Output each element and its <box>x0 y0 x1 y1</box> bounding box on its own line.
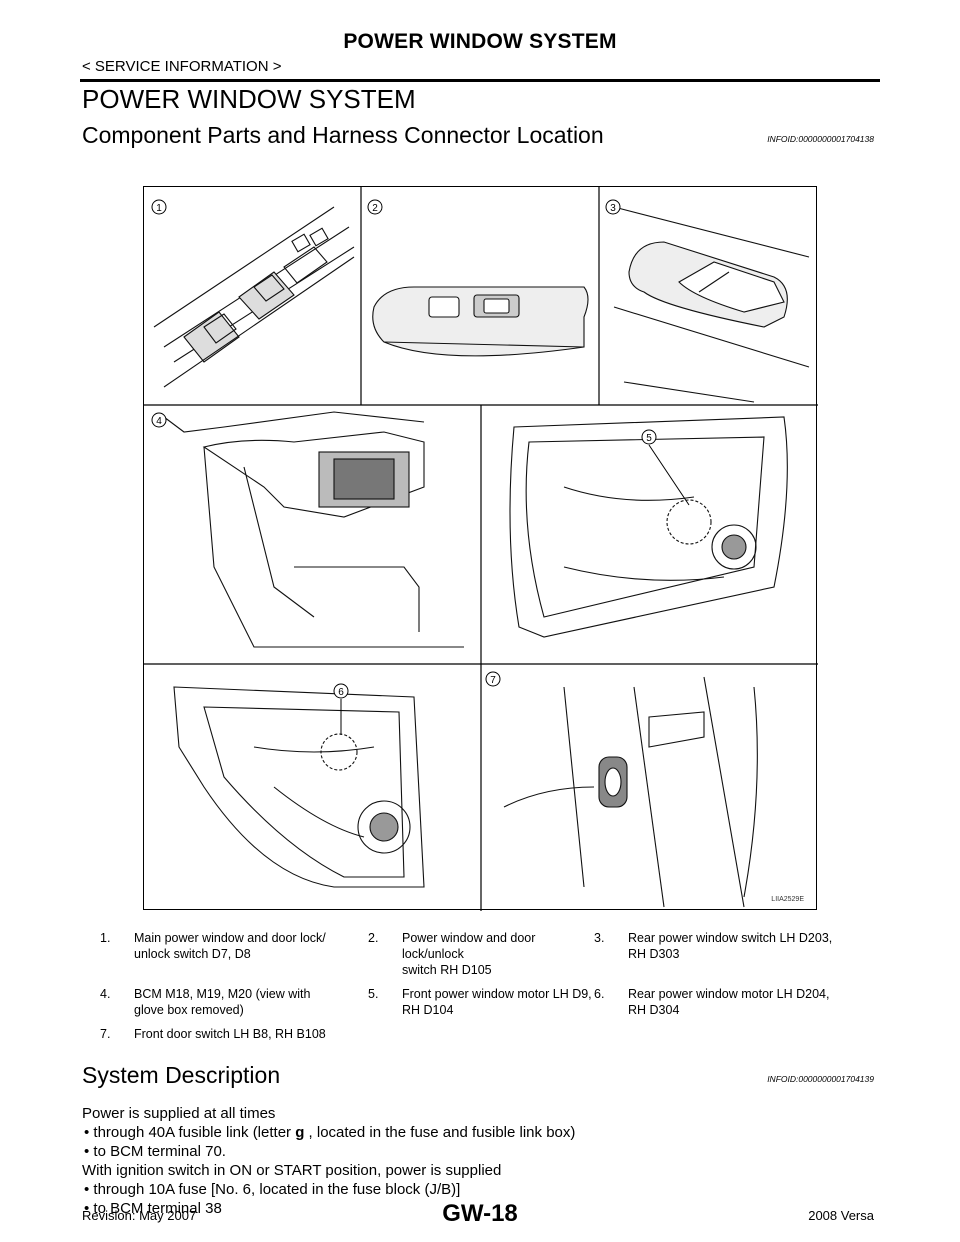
system-description-heading: System Description <box>82 1062 281 1088</box>
panel-1-drawing <box>153 206 355 388</box>
callouts: 1 2 3 4 5 6 7 <box>151 199 657 699</box>
body-line-5: • through 10A fuse [No. 6, located in th… <box>84 1181 461 1198</box>
legend-item-5: 5. Front power window motor LH D9,RH D10… <box>368 987 592 1017</box>
callout-3-icon: 3 <box>605 199 621 215</box>
callout-5-label: 5 <box>646 433 652 444</box>
legend-item-1: 1. Main power window and door lock/unloc… <box>100 931 326 961</box>
callout-2-label: 2 <box>372 203 378 214</box>
callout-3-label: 3 <box>610 203 616 214</box>
footer-model: 2008 Versa <box>808 1208 874 1223</box>
body-line-6: • to BCM terminal 38 <box>84 1200 222 1217</box>
header-rule <box>80 79 880 82</box>
page-header-title: POWER WINDOW SYSTEM <box>343 30 617 53</box>
system-infoid: INFOID:0000000001704139 <box>767 1074 874 1084</box>
panel-6-drawing <box>173 686 425 888</box>
panel-2-drawing <box>372 286 589 357</box>
figure-code: LIIA2529E <box>771 896 804 903</box>
callout-4-icon: 4 <box>151 412 167 428</box>
footer-revision: Revision: May 2007 <box>82 1208 197 1223</box>
legend-item-7: 7. Front door switch LH B8, RH B108 <box>100 1027 326 1041</box>
body-line-4: With ignition switch in ON or START posi… <box>82 1162 502 1179</box>
callout-7-icon: 7 <box>485 671 501 687</box>
breadcrumb: < SERVICE INFORMATION > <box>82 58 282 75</box>
legend-item-6: 6. Rear power window motor LH D204,RH D3… <box>594 987 830 1017</box>
body-line-3: • to BCM terminal 70. <box>84 1143 226 1160</box>
panel-5-drawing <box>509 416 788 638</box>
components-infoid: INFOID:0000000001704138 <box>767 134 874 144</box>
callout-1-icon: 1 <box>151 199 167 215</box>
section-title: POWER WINDOW SYSTEM <box>82 84 416 114</box>
legend-item-3: 3. Rear power window switch LH D203,RH D… <box>594 931 833 961</box>
body-line-1: Power is supplied at all times <box>82 1105 276 1122</box>
callout-5-icon: 5 <box>641 429 657 445</box>
system-description-body: Power is supplied at all times • through… <box>82 1104 575 1218</box>
panel-7-drawing <box>503 676 758 908</box>
callout-4-label: 4 <box>156 416 162 427</box>
panel-3-drawing <box>613 206 810 403</box>
components-heading: Component Parts and Harness Connector Lo… <box>82 122 604 148</box>
callout-1-label: 1 <box>156 203 162 214</box>
panel-4-drawing <box>163 411 464 648</box>
footer-page-number: GW-18 <box>442 1200 518 1227</box>
body-line-2: • through 40A fusible link (letter g , l… <box>84 1124 576 1141</box>
component-location-figure: 1 2 3 4 5 6 7 <box>143 186 818 911</box>
callout-7-label: 7 <box>490 675 496 686</box>
callout-2-icon: 2 <box>367 199 383 215</box>
callout-6-icon: 6 <box>333 683 349 699</box>
component-illustration: 1 2 3 4 5 6 7 <box>144 187 818 911</box>
callout-6-label: 6 <box>338 687 344 698</box>
component-legend: 1. Main power window and door lock/unloc… <box>82 930 882 1042</box>
